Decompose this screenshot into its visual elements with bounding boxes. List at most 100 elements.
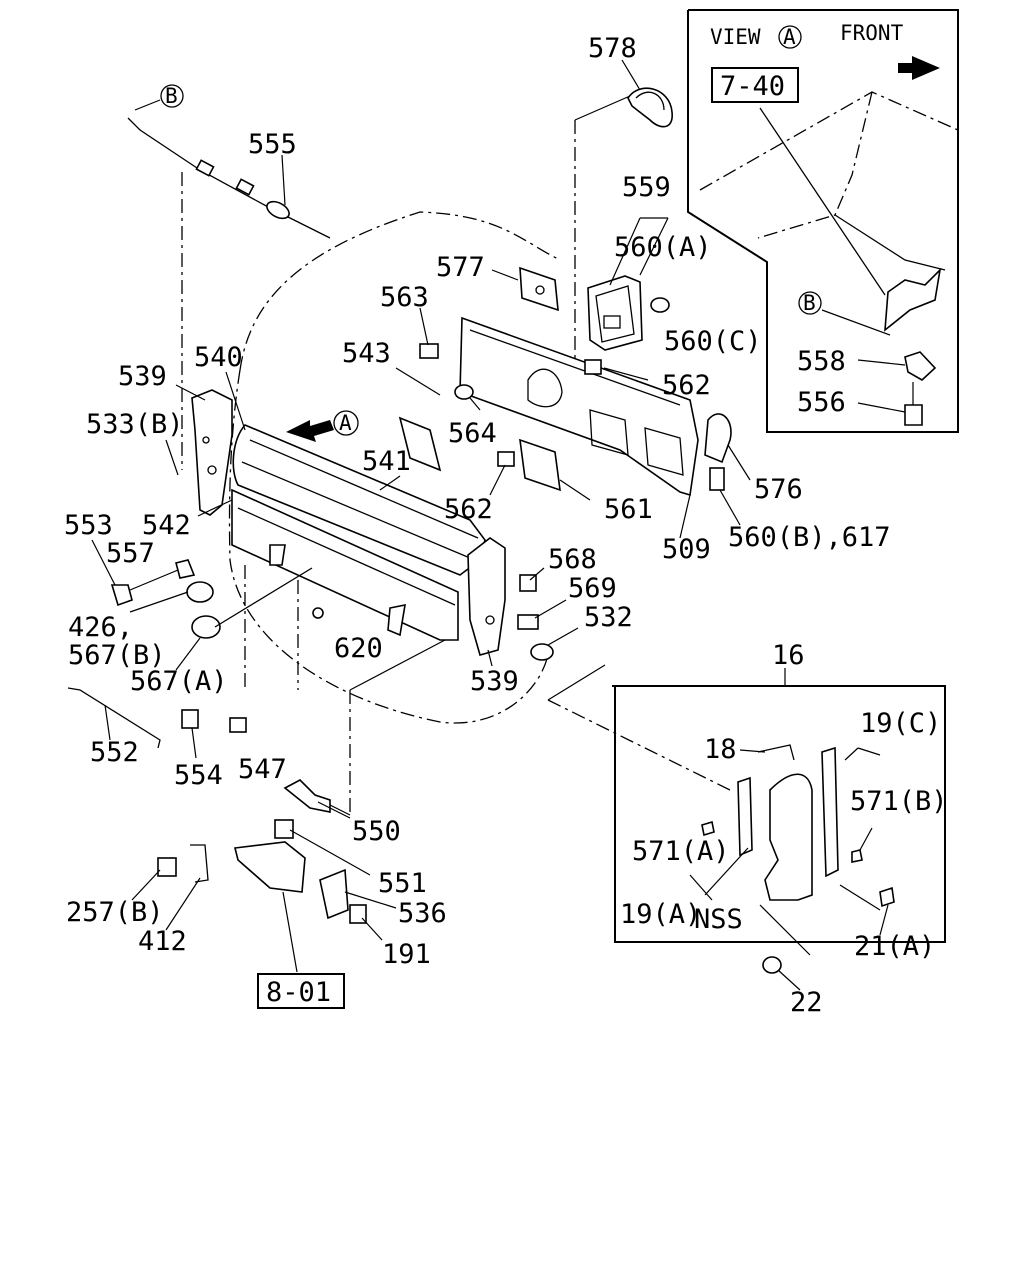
label-426: 426, bbox=[68, 612, 133, 643]
part-412 bbox=[190, 844, 209, 883]
view-a-marker: A bbox=[286, 410, 359, 442]
label-556: 556 bbox=[797, 387, 846, 418]
part-569 bbox=[517, 614, 539, 630]
label-569: 569 bbox=[568, 573, 617, 604]
part-547 bbox=[229, 717, 247, 733]
part-562b bbox=[497, 451, 515, 467]
ref-7-40-label: 7-40 bbox=[720, 71, 785, 102]
label-571a: 571(A) bbox=[632, 836, 730, 867]
part-578 bbox=[621, 59, 673, 128]
part-560b bbox=[709, 467, 725, 491]
label-563: 563 bbox=[380, 282, 429, 313]
marker-b-inset: B bbox=[803, 291, 816, 315]
view-label: VIEW bbox=[710, 25, 761, 49]
part-550 bbox=[283, 779, 331, 813]
label-19c: 19(C) bbox=[860, 708, 941, 739]
part-257b bbox=[157, 857, 177, 877]
label-568: 568 bbox=[548, 544, 597, 575]
front-arrow-icon bbox=[898, 56, 940, 80]
detail-box-16 bbox=[612, 668, 946, 974]
lamp-8-01 bbox=[234, 841, 306, 893]
part-577 bbox=[491, 266, 559, 312]
label-564: 564 bbox=[448, 418, 497, 449]
label-620: 620 bbox=[334, 633, 383, 664]
labels: 578 555 559 560(A) 577 563 560(C) 540 54… bbox=[64, 33, 948, 1018]
marker-b-top-circle bbox=[160, 84, 184, 108]
label-21a: 21(A) bbox=[854, 931, 935, 962]
part-551 bbox=[274, 819, 294, 839]
view-circle-letter: A bbox=[783, 25, 796, 49]
hardware: 8-01 bbox=[67, 343, 602, 1009]
cab-outline bbox=[228, 211, 561, 724]
part-555-cable: B bbox=[127, 84, 331, 239]
leader-lines bbox=[181, 95, 731, 816]
label-577: 577 bbox=[436, 252, 485, 283]
part-19a bbox=[737, 776, 753, 857]
part-536 bbox=[319, 868, 349, 920]
ref-box-8-01 bbox=[257, 973, 345, 1009]
part-557 bbox=[175, 559, 196, 579]
part-567a bbox=[191, 615, 221, 639]
part-620 bbox=[312, 607, 324, 619]
label-567a: 567(A) bbox=[130, 666, 228, 697]
label-558: 558 bbox=[797, 346, 846, 377]
part-558-shape bbox=[904, 351, 937, 381]
label-560a: 560(A) bbox=[614, 232, 712, 263]
label-560c: 560(C) bbox=[664, 326, 762, 357]
part-426 bbox=[186, 581, 214, 603]
label-540: 540 bbox=[194, 342, 243, 373]
part-563 bbox=[419, 343, 439, 359]
label-539-top: 539 bbox=[118, 361, 167, 392]
part-539-right bbox=[467, 537, 506, 656]
marker-a-letter: A bbox=[339, 411, 352, 435]
label-16: 16 bbox=[772, 640, 805, 671]
ref-box-7-40 bbox=[711, 67, 799, 103]
part-571b bbox=[851, 849, 863, 863]
part-22 bbox=[762, 956, 782, 974]
label-562-top: 562 bbox=[662, 370, 711, 401]
label-554: 554 bbox=[174, 760, 223, 791]
part-556-shape bbox=[904, 404, 923, 426]
label-559: 559 bbox=[622, 172, 671, 203]
label-533b: 533(B) bbox=[86, 409, 184, 440]
label-555: 555 bbox=[248, 129, 297, 160]
view-circle-marker bbox=[778, 25, 802, 49]
label-542: 542 bbox=[142, 510, 191, 541]
label-539-bottom: 539 bbox=[470, 666, 519, 697]
label-561: 561 bbox=[604, 494, 653, 525]
part-19c bbox=[821, 746, 839, 878]
label-22: 22 bbox=[790, 987, 823, 1018]
part-543-509 bbox=[398, 316, 732, 497]
part-561-bracket bbox=[398, 416, 442, 472]
part-539-left bbox=[191, 389, 233, 516]
front-label: FRONT bbox=[840, 21, 904, 45]
label-18: 18 bbox=[704, 734, 737, 765]
bracket-inset bbox=[884, 267, 942, 332]
label-536: 536 bbox=[398, 898, 447, 929]
part-552 bbox=[67, 687, 161, 749]
part-542-lower bbox=[231, 488, 459, 641]
label-562-mid: 562 bbox=[444, 494, 493, 525]
direction-arrow-icon bbox=[286, 420, 334, 442]
label-551: 551 bbox=[378, 868, 427, 899]
label-nss: NSS bbox=[694, 904, 743, 935]
label-509: 509 bbox=[662, 534, 711, 565]
part-564 bbox=[454, 384, 474, 400]
label-19a: 19(A) bbox=[620, 899, 701, 930]
part-553 bbox=[110, 584, 133, 607]
label-553: 553 bbox=[64, 510, 113, 541]
part-541-bumper bbox=[231, 424, 486, 641]
label-550: 550 bbox=[352, 816, 401, 847]
ref-8-01-label: 8-01 bbox=[266, 977, 331, 1008]
view-a-inset: VIEW A FRONT 7-40 B 558 556 bbox=[687, 9, 959, 433]
label-412: 412 bbox=[138, 926, 187, 957]
part-576 bbox=[704, 413, 732, 464]
label-567b: 567(B) bbox=[68, 640, 166, 671]
label-257b: 257(B) bbox=[66, 897, 164, 928]
part-21a bbox=[879, 886, 895, 908]
label-547: 547 bbox=[238, 754, 287, 785]
label-532: 532 bbox=[584, 602, 633, 633]
part-562a bbox=[584, 359, 602, 375]
part-nss-panel bbox=[764, 773, 813, 901]
